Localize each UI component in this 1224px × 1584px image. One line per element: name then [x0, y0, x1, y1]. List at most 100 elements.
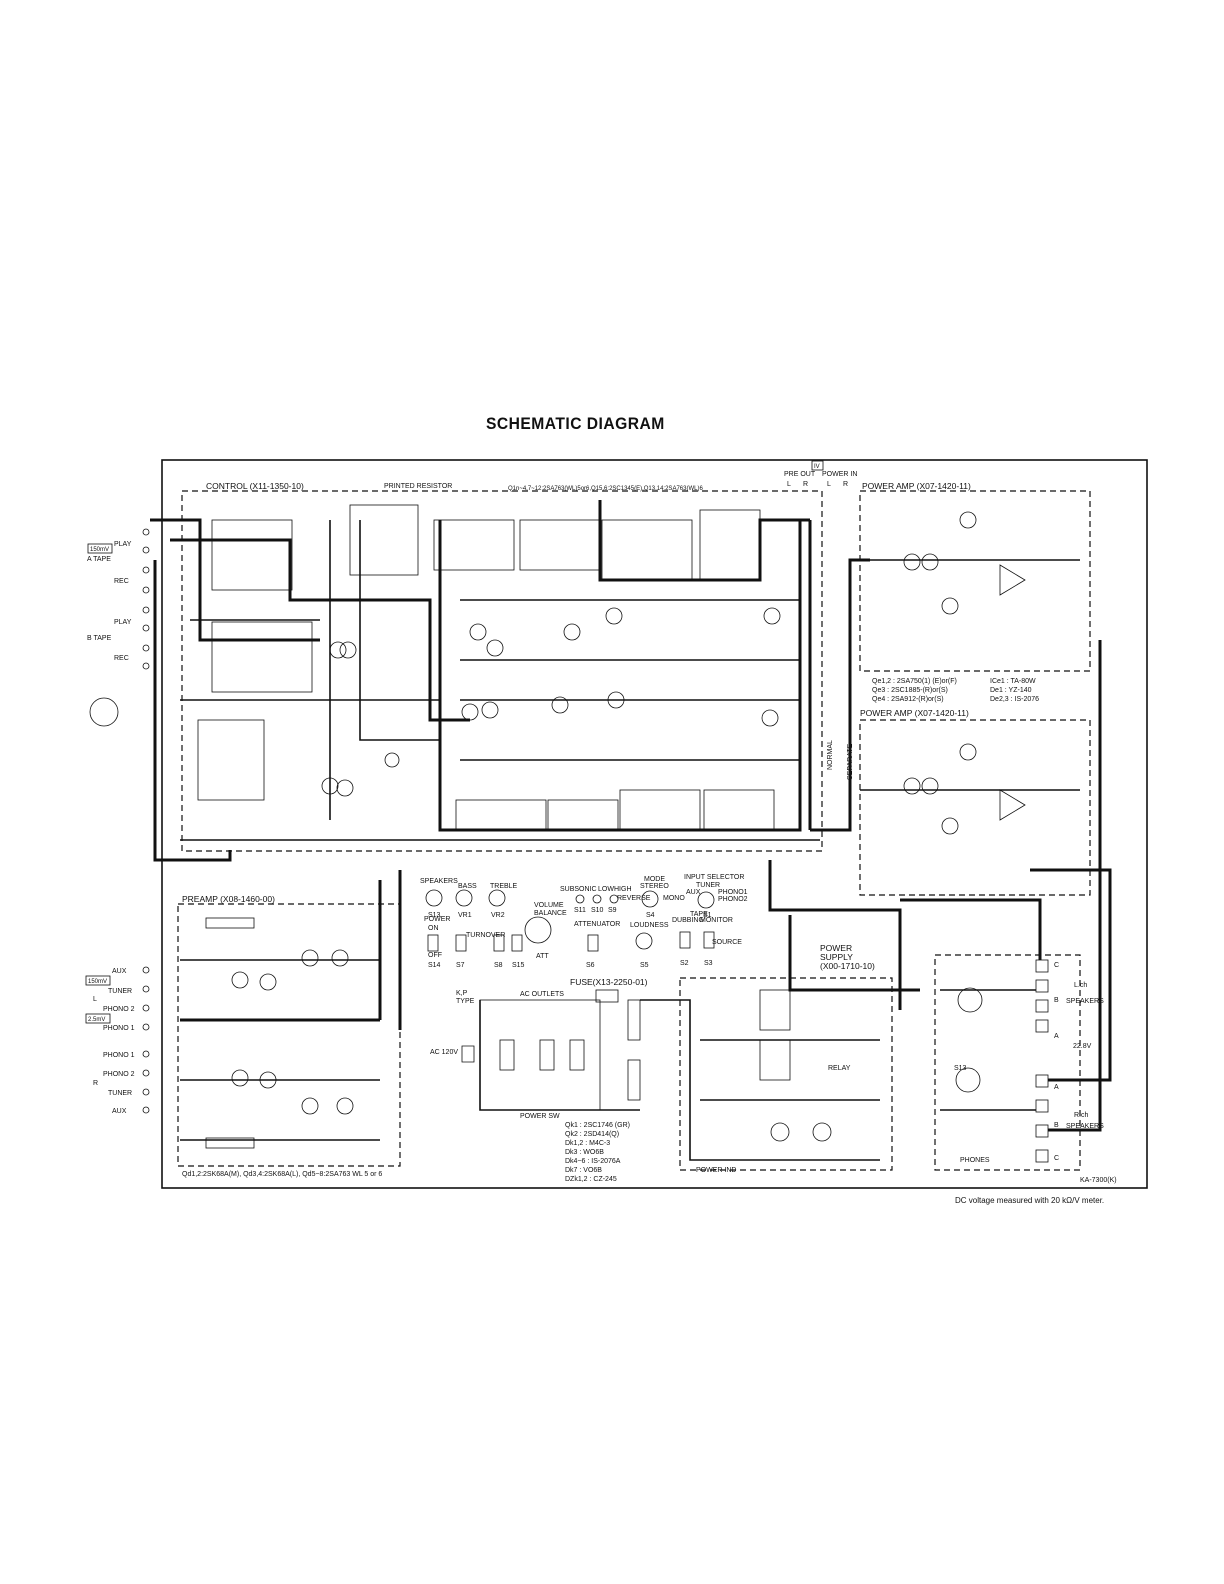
power-in-l: L [827, 481, 831, 488]
ac-120v-label: AC 120V [430, 1049, 458, 1056]
ctl-volume: VOLUME [534, 902, 564, 909]
dc-voltage-note: DC voltage measured with 20 kΩ/V meter. [955, 1196, 1104, 1205]
pa-note-de1: De1 : YZ-140 [990, 687, 1032, 694]
ctl-stereo: STEREO [640, 883, 669, 890]
rch-label: R.ch [1074, 1112, 1089, 1119]
ctl-speakers: SPEAKERS [420, 878, 458, 885]
power-amp-top-label: POWER AMP (X07-1420-11) [862, 481, 971, 491]
ctl-power: POWER [424, 916, 450, 923]
power-ind-label: POWER IND [696, 1167, 736, 1174]
ctl-s3: S3 [704, 960, 713, 967]
power-in-r: R [843, 481, 848, 488]
tape-a-play-label: PLAY [114, 541, 132, 548]
pa-note-3: Qe4 : 2SA912-(R)or(S) [872, 696, 944, 703]
ctl-dubbing: DUBBING [672, 917, 704, 924]
speaker-box [934, 954, 1081, 1171]
ctl-vr1: VR1 [458, 912, 472, 919]
ctl-treble: TREBLE [490, 883, 518, 890]
level-150mv-box-1 [87, 543, 113, 554]
control-section-label: CONTROL (X11-1350-10) [206, 481, 304, 491]
supply-note-dk7: Dk7 : VO6B [565, 1167, 602, 1174]
preamp-switch-boxes [205, 917, 255, 1149]
ctl-mode: MODE [644, 876, 665, 883]
ctl-bass: BASS [458, 883, 477, 890]
level-25mv: 2.5mV [88, 1017, 105, 1023]
tape-b-play-label: PLAY [114, 619, 132, 626]
ctl-on: ON [428, 925, 439, 932]
kp-type-1: K,P [456, 990, 468, 997]
power-in-label: POWER IN [822, 471, 857, 478]
ctl-attenuator: ATTENUATOR [574, 921, 620, 928]
fuse-label: FUSE(X13-2250-01) [570, 977, 648, 987]
ctl-mono: MONO [663, 895, 685, 902]
ctl-s15: S15 [512, 962, 525, 969]
preamp-section-box [177, 903, 401, 1167]
ctl-loudness: LOUDNESS [630, 922, 669, 929]
input-r: R [93, 1080, 98, 1087]
ctl-s4: S4 [646, 912, 655, 919]
supply-note-qk1: Qk1 : 2SC1746 (GR) [565, 1122, 630, 1129]
supply-note-dk46: Dk4~6 : IS-2076A [565, 1158, 621, 1165]
pre-out-l: L [787, 481, 791, 488]
power-supply-label-1: POWER [820, 943, 852, 953]
tape-b-label: B TAPE [87, 635, 112, 642]
ctl-off: OFF [428, 952, 442, 959]
speaker-terminals [1035, 959, 1049, 1163]
ctl-turnover: TURNOVER [466, 932, 505, 939]
ctl-phono2: PHONO2 [718, 896, 748, 903]
ctl-s14: S14 [428, 962, 441, 969]
spk-c-2: C [1054, 1155, 1059, 1162]
input-tuner-1: TUNER [108, 988, 132, 995]
input-l: L [93, 996, 97, 1003]
front-panel-controls: SPEAKERS BASS TREBLE VOLUME BALANCE SUBS… [420, 874, 748, 969]
pa-note-1: Qe1,2 : 2SA750(1) (E)or(F) [872, 678, 957, 685]
phones-label: PHONES [960, 1157, 990, 1164]
ctl-input-selector: INPUT SELECTOR [684, 874, 744, 881]
pa-note-2: Qe3 : 2SC1885-(R)or(S) [872, 687, 948, 694]
pre-out-label: PRE OUT [784, 471, 816, 478]
input-tuner-2: TUNER [108, 1090, 132, 1097]
ctl-vr2: VR2 [491, 912, 505, 919]
s13-label: S13 [954, 1065, 967, 1072]
transistor-note: Q1n~4,7~12:2SA763(WL)5or6,Q15,6:2SC1345(… [508, 486, 703, 492]
level-150mv-2: 150mV [88, 979, 107, 985]
supply-note-dk12: Dk1,2 : M4C-3 [565, 1140, 610, 1147]
ctl-s1: S1 [703, 912, 712, 919]
ctl-balance: BALANCE [534, 910, 567, 917]
supply-note-qk2: Qk2 : 2SD414(Q) [565, 1131, 619, 1138]
power-supply-box [679, 977, 893, 1171]
model-code: KA-7300(K) [1080, 1177, 1117, 1184]
ctl-s2: S2 [680, 960, 689, 967]
ctl-s8: S8 [494, 962, 503, 969]
ctl-reverse: REVERSE [617, 895, 651, 902]
kp-type-2: TYPE [456, 998, 475, 1005]
power-amp-top-box [859, 490, 1091, 672]
spk-a-1: A [1054, 1033, 1059, 1040]
ctl-s7: S7 [456, 962, 465, 969]
level-150mv-box-2 [85, 975, 111, 986]
switch-boxes [197, 504, 775, 831]
tape-a-label: A TAPE [87, 556, 111, 563]
pa-note-de23: De2,3 : IS-2076 [990, 696, 1039, 703]
ctl-high: HIGH [614, 886, 632, 893]
op-amps [999, 564, 1026, 821]
supply-note-dzk12: DZk1,2 : CZ-245 [565, 1176, 617, 1183]
ctl-tape: TAPE [690, 911, 708, 918]
spk-b-2: B [1054, 1122, 1059, 1129]
ctl-monitor: MONITOR [700, 917, 733, 924]
ctl-s13: S13 [428, 912, 441, 919]
lch-speakers-label: SPEAKERS [1066, 998, 1104, 1005]
ctl-s9: S9 [608, 907, 617, 914]
normal-label: NORMAL [827, 740, 834, 770]
power-supply-parts [461, 916, 983, 1111]
tape-b-rec-label: REC [114, 655, 129, 662]
preamp-section-label: PREAMP (X08-1460-00) [182, 894, 275, 904]
tape-a-rec-label: REC [114, 578, 129, 585]
ctl-aux: AUX [686, 889, 701, 896]
input-phono1-2: PHONO 1 [103, 1052, 135, 1059]
input-aux-1: AUX [112, 968, 127, 975]
rch-speakers-label: SPEAKERS [1066, 1123, 1104, 1130]
input-phono2-1: PHONO 2 [103, 1006, 135, 1013]
power-amp-bottom-label: POWER AMP (X07-1420-11) [860, 708, 969, 718]
